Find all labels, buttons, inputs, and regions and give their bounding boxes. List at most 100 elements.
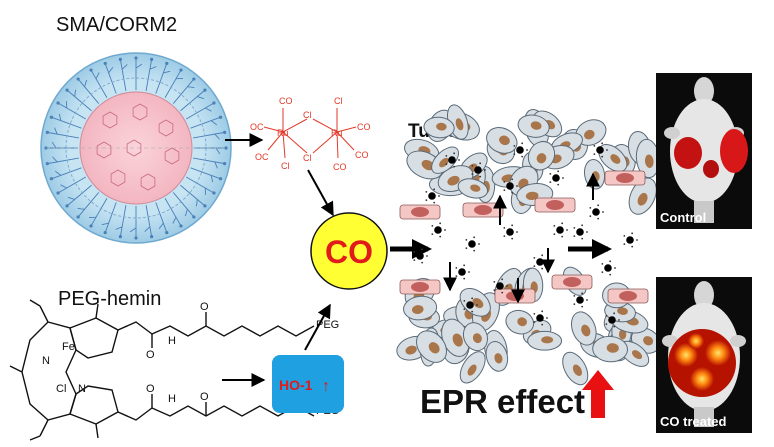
nanoparticle-micelle [40, 52, 232, 244]
tumor-cell [570, 311, 597, 346]
tumor-tissue [396, 104, 661, 386]
vessel-cell [494, 288, 536, 304]
o-atom: O [146, 383, 155, 395]
tumor-cell [628, 177, 657, 215]
tumor-cell [505, 309, 535, 335]
cl-ligand: Cl [281, 161, 290, 171]
n-atom: N [78, 383, 86, 395]
co-ligand: CO [357, 122, 371, 132]
tumor-cell [527, 330, 563, 351]
h-atom: H [168, 393, 176, 405]
arrow-to-co [307, 169, 334, 217]
co-ligand: CO [355, 150, 369, 160]
vessel-cell [399, 279, 441, 295]
co-ligand: CO [333, 162, 347, 172]
ru-atom-1: Ru [277, 128, 289, 138]
control-photo-label: Control [660, 210, 707, 225]
nanoparticle-dot [573, 224, 588, 240]
nanoparticle-dot [445, 152, 460, 168]
tumor-cell [575, 119, 607, 146]
tumor-cell [459, 351, 486, 384]
micelle-core [79, 91, 193, 205]
nanoparticle-dot [549, 170, 564, 186]
vessel-cell [462, 202, 504, 218]
tumor-cell [459, 287, 491, 317]
tumor-cell [423, 116, 455, 139]
oc-ligand: OC [250, 122, 264, 132]
hemin-label: PEG-hemin [58, 288, 162, 310]
co-treated-photo-label: CO treated [660, 414, 727, 429]
cl-ligand: Cl [334, 96, 343, 106]
tumor-cell [441, 318, 470, 357]
co-bubble: CO [310, 212, 388, 290]
vessel-cell [399, 204, 441, 220]
nanoparticle-dot [413, 248, 428, 264]
ho1-box: HO-1 ↑ [272, 355, 344, 413]
nanoparticle-dot [493, 278, 508, 294]
cl-atom: Cl [56, 383, 66, 395]
peg-hemin-structure [9, 299, 315, 441]
nanoparticle-dot [593, 142, 608, 158]
nanoparticle-dot [623, 232, 638, 248]
nanoparticle-dot [553, 222, 568, 238]
ho1-up-arrow: ↑ [322, 378, 330, 395]
tumor-cell [416, 330, 447, 363]
epr-up-arrow [582, 370, 614, 418]
tumor-cell [592, 335, 628, 363]
core-molecules [96, 103, 180, 191]
nanoparticle-dot [463, 297, 478, 313]
nanoparticle-dot [455, 264, 470, 280]
co-treated-photo: CO treated [656, 277, 752, 433]
nanoparticle-dot [601, 260, 616, 276]
tumor-cell [517, 114, 550, 138]
arrow-from-ho1 [304, 303, 331, 351]
nanoparticle-dot [503, 224, 518, 240]
tumor-cell [462, 322, 488, 352]
o-atom: O [146, 349, 155, 361]
vessel-cell [604, 170, 646, 186]
vessel-cell [607, 288, 649, 304]
tumor-cell [486, 127, 518, 154]
co-ligand: CO [279, 96, 293, 106]
control-photo: Control [656, 73, 752, 229]
peg-group: PEG [316, 319, 339, 331]
fe-atom: Fe [62, 341, 75, 353]
n-atom: N [42, 355, 50, 367]
o-atom: O [200, 391, 209, 403]
nanoparticle-dot [573, 292, 588, 308]
ru-atom-2: Ru [331, 128, 343, 138]
ho1-label: HO-1 [279, 377, 313, 393]
oc-ligand: OC [255, 152, 269, 162]
extravasation-arrows [443, 172, 600, 304]
h-atom: H [168, 335, 176, 347]
cl-bridge: Cl [303, 153, 312, 163]
flow-arrows [222, 133, 334, 387]
hemin-atoms: Fe Cl N N O O O O H H PEG PEG [42, 301, 339, 417]
nanoparticle-dot [533, 310, 548, 326]
o-atom: O [200, 301, 209, 313]
nanoparticle-dot [465, 236, 480, 252]
nanoparticle-dot [533, 254, 548, 270]
tumor-cell [485, 341, 509, 372]
tumor-cell [562, 351, 589, 386]
tumor-cell [527, 140, 556, 171]
nanoparticle-dot [503, 178, 518, 194]
vessel-cell [534, 197, 576, 213]
vessel-cell [551, 274, 593, 290]
nanoparticle-dot [513, 142, 528, 158]
epr-label: EPR effect [420, 383, 586, 420]
cl-bridge: Cl [303, 110, 312, 120]
nanoparticle-dot [589, 204, 604, 220]
nanoparticle-dot [471, 162, 486, 178]
nanoparticle-dot [605, 312, 620, 328]
co-bubble-label: CO [325, 234, 373, 270]
polymer-chains [44, 56, 228, 240]
corm2-structure: Ru Ru CO OC OC Cl Cl Cl Cl CO CO CO [250, 96, 371, 172]
tumor-cell [403, 295, 438, 321]
nanoparticle-dot [425, 188, 440, 204]
nanoparticle-dot [431, 222, 446, 238]
tumor-cell [457, 178, 489, 199]
nanoparticle-label: SMA/CORM2 [56, 14, 178, 36]
